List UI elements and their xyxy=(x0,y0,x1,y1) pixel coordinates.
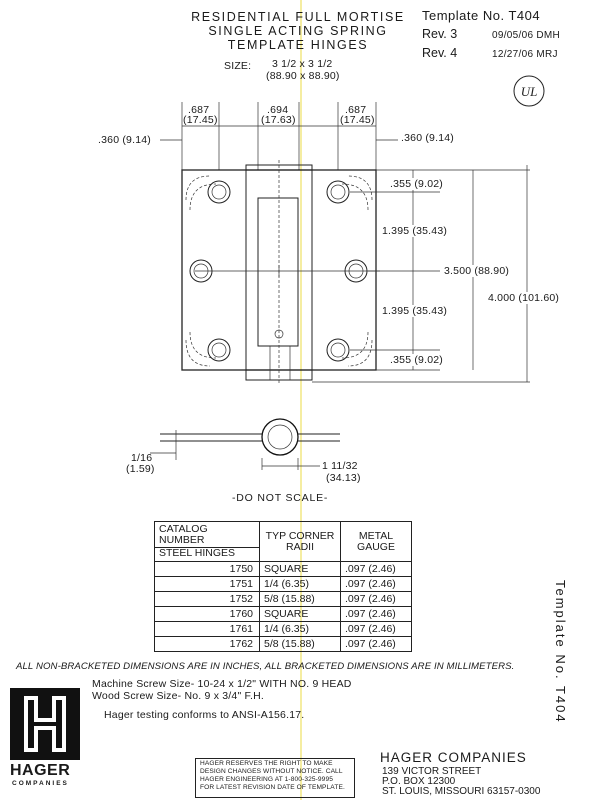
scan-streak xyxy=(300,0,302,800)
hinge-drawing xyxy=(150,102,530,470)
dim-knuckle-in: 1 11/32 xyxy=(322,460,358,472)
cell-catalog: 1762 xyxy=(154,636,260,652)
header-radii-line1: TYP CORNER xyxy=(265,529,335,542)
header-radii-line2: RADII xyxy=(285,540,314,553)
header-catalog: CATALOG NUMBER STEEL HINGES xyxy=(154,521,260,562)
dim-top-center-mm: (17.63) xyxy=(261,114,296,126)
dim-top-right-mm: (17.45) xyxy=(340,114,375,126)
header-gauge-line1: METAL xyxy=(358,529,394,542)
cell-catalog: 1760 xyxy=(154,606,260,622)
header-catalog-line1: CATALOG NUMBER xyxy=(159,523,208,546)
wood-screw-note: Wood Screw Size- No. 9 x 3/4" F.H. xyxy=(92,690,264,702)
cell-radii: 5/8 (15.88) xyxy=(259,591,341,607)
cell-radii: SQUARE xyxy=(259,561,341,577)
dim-v3: 1.395 (35.43) xyxy=(382,305,448,317)
dim-top-left-mm: (17.45) xyxy=(183,114,218,126)
cell-radii: 5/8 (15.88) xyxy=(259,636,341,652)
company-street: 139 VICTOR STREET xyxy=(382,766,482,777)
dim-side-left: .360 (9.14) xyxy=(98,134,151,146)
cell-radii: SQUARE xyxy=(259,606,341,622)
ul-listed-icon: UL xyxy=(513,75,545,107)
size-mm: (88.90 x 88.90) xyxy=(266,70,340,82)
ansi-note: Hager testing conforms to ANSI-A156.17. xyxy=(104,709,305,721)
ul-mark-text: UL xyxy=(521,84,538,99)
cell-catalog: 1761 xyxy=(154,621,260,637)
size-label: SIZE: xyxy=(224,60,252,72)
hager-logo-icon xyxy=(10,688,80,760)
cell-catalog: 1750 xyxy=(154,561,260,577)
do-not-scale: -DO NOT SCALE- xyxy=(232,492,329,504)
catalog-table: CATALOG NUMBER STEEL HINGES TYP CORNER R… xyxy=(154,521,412,652)
revision-4-date: 12/27/06 MRJ xyxy=(492,49,558,60)
title-line-2: SINGLE ACTING SPRING xyxy=(208,24,388,38)
cell-catalog: 1752 xyxy=(154,591,260,607)
logo-sub: COMPANIES xyxy=(12,780,69,787)
cell-gauge: .097 (2.46) xyxy=(340,561,412,577)
template-number: Template No. T404 xyxy=(422,8,541,23)
notice-line-1: HAGER RESERVES THE RIGHT TO MAKE xyxy=(200,760,333,767)
company-city: ST. LOUIS, MISSOURI 63157-0300 xyxy=(382,786,541,797)
notice-line-2: DESIGN CHANGES WITHOUT NOTICE. CALL xyxy=(200,768,343,775)
dim-side-right: .360 (9.14) xyxy=(401,132,454,144)
dim-v1: .355 (9.02) xyxy=(390,178,443,190)
cell-gauge: .097 (2.46) xyxy=(340,591,412,607)
revision-3-date: 09/05/06 DMH xyxy=(492,30,561,41)
dim-top-left-in: .687 xyxy=(188,104,210,116)
dim-v2: 1.395 (35.43) xyxy=(382,225,448,237)
dim-top-center-in: .694 xyxy=(267,104,289,116)
title-line-1: RESIDENTIAL FULL MORTISE xyxy=(191,10,405,24)
dim-v4: .355 (9.02) xyxy=(390,354,443,366)
notice-line-4: FOR LATEST REVISION DATE OF TEMPLATE. xyxy=(200,784,345,791)
title-line-3: TEMPLATE HINGES xyxy=(227,38,369,52)
revision-notice-box: HAGER RESERVES THE RIGHT TO MAKE DESIGN … xyxy=(195,758,355,798)
cell-catalog: 1751 xyxy=(154,576,260,592)
size-inches: 3 1/2 x 3 1/2 xyxy=(272,58,333,70)
cell-gauge: .097 (2.46) xyxy=(340,576,412,592)
screw-hole-top-right xyxy=(326,180,350,204)
screw-hole-bottom-left xyxy=(207,338,231,362)
company-pobox: P.O. BOX 12300 xyxy=(382,776,456,787)
units-note: ALL NON-BRACKETED DIMENSIONS ARE IN INCH… xyxy=(16,661,515,672)
cell-radii: 1/4 (6.35) xyxy=(259,576,341,592)
dim-thickness-mm: (1.59) xyxy=(126,463,155,475)
cell-gauge: .097 (2.46) xyxy=(340,636,412,652)
revision-3-label: Rev. 3 xyxy=(422,27,458,41)
dim-knuckle-mm: (34.13) xyxy=(326,472,361,484)
cell-gauge: .097 (2.46) xyxy=(340,621,412,637)
dim-thickness-in: 1/16 xyxy=(131,452,153,464)
cell-gauge: .097 (2.46) xyxy=(340,606,412,622)
screw-hole-top-left xyxy=(207,180,231,204)
logo-name: HAGER xyxy=(10,762,71,779)
cell-radii: 1/4 (6.35) xyxy=(259,621,341,637)
revision-4-label: Rev. 4 xyxy=(422,46,458,60)
company-name: HAGER COMPANIES xyxy=(380,750,527,765)
screw-hole-bottom-right xyxy=(326,338,350,362)
header-catalog-line2: STEEL HINGES xyxy=(155,547,259,559)
dim-height-inner: 3.500 (88.90) xyxy=(444,265,510,277)
vertical-template-label: Template No. T404 xyxy=(553,580,568,724)
notice-line-3: HAGER ENGINEERING AT 1-800-325-9995 xyxy=(200,776,333,783)
dim-height-outer: 4.000 (101.60) xyxy=(488,292,560,304)
machine-screw-note: Machine Screw Size- 10-24 x 1/2" WITH NO… xyxy=(92,678,352,690)
dim-top-right-in: .687 xyxy=(345,104,367,116)
table-header-row: CATALOG NUMBER STEEL HINGES TYP CORNER R… xyxy=(154,521,412,562)
header-gauge-line2: GAUGE xyxy=(357,540,395,553)
header-radii: TYP CORNER RADII xyxy=(259,521,341,562)
header-gauge: METAL GAUGE xyxy=(340,521,412,562)
